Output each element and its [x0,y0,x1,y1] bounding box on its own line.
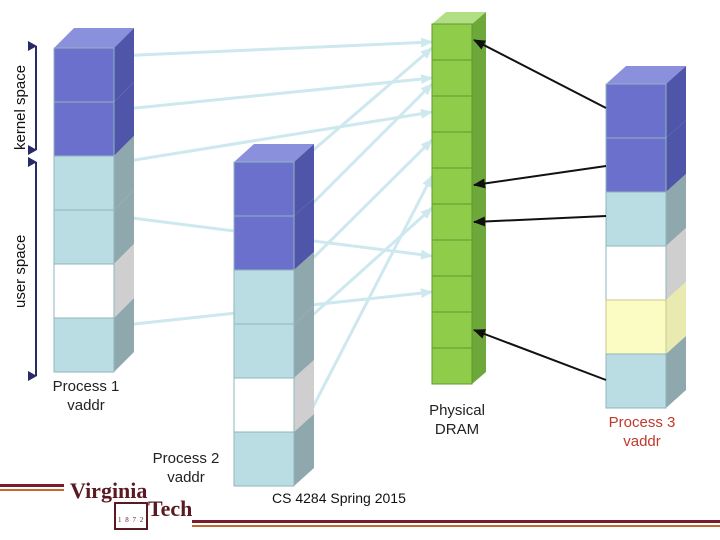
dark-mapping-arrows [473,39,607,381]
kernel-space-label: kernel space [12,64,29,150]
process3-column [605,66,686,409]
p3-arrow-3 [473,215,607,227]
logo-seal-year: 1 8 7 2 [118,516,145,524]
p3-arrow-2 [473,165,607,189]
footer-bar-left-accent [0,489,64,491]
physical-dram-column [431,12,486,385]
p2-arrow-1 [295,46,433,167]
p2-arrow-2 [294,82,434,222]
p1-arrow-3 [115,108,433,165]
physical-dram-label: Physical DRAM [429,402,485,438]
p2-arrow-5 [294,175,434,441]
user-space-label: user space [12,234,29,308]
process1-label: Process 1 vaddr [52,378,120,414]
logo-word-virginia: Virginia [70,478,148,503]
p2-arrow-3 [294,138,434,277]
p3-arrow-4 [473,329,607,381]
p1-arrow-2 [115,74,433,112]
logo-word-tech: Tech [148,496,193,521]
process3-label: Process 3 vaddr [608,414,676,450]
p3-arrow-1 [473,39,607,109]
p2-arrow-4 [294,206,434,332]
process1-column [53,28,134,373]
course-footer: CS 4284 Spring 2015 [272,490,406,506]
footer-bar-right [192,520,720,523]
footer-bar-left [0,484,64,487]
logo-seal-box [114,502,148,530]
process2-column [233,144,314,487]
p1-arrow-1 [115,37,433,58]
footer-bar-right-accent [192,525,720,527]
process2-label: Process 2 vaddr [152,450,220,486]
